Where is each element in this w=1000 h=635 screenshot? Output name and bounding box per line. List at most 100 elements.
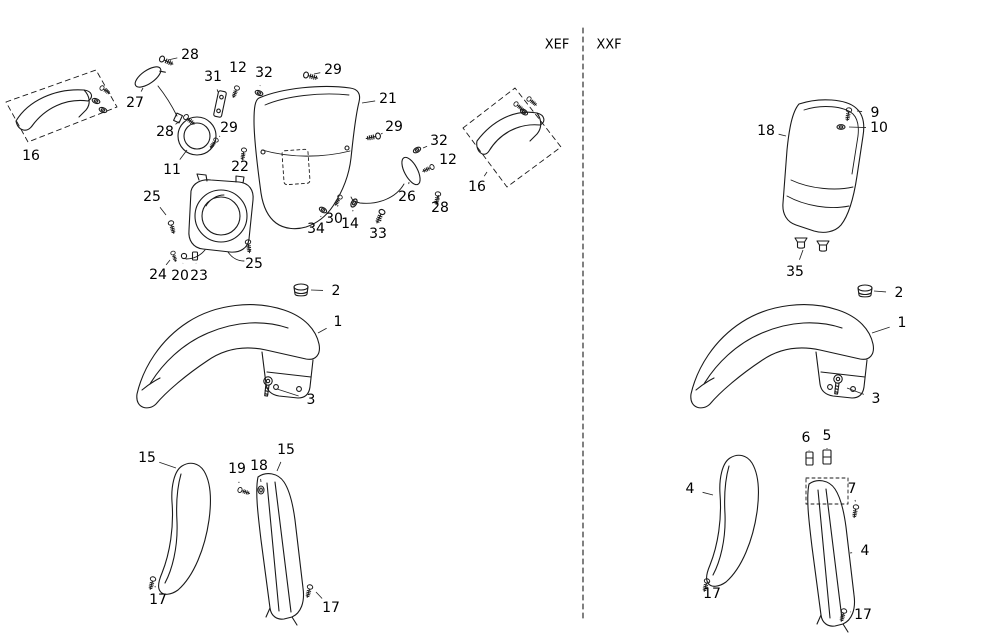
callout-17-48: 17 [703, 586, 721, 602]
callout-1-28: 1 [333, 314, 343, 330]
callout-2-27: 2 [331, 283, 341, 299]
clamp-position-outline [805, 477, 849, 505]
handguard-washer-icon [97, 105, 109, 115]
screw-29-icon [302, 70, 319, 82]
screw-12-icon [421, 163, 436, 175]
callout-17-49: 17 [854, 607, 872, 623]
leader-lines [29, 57, 890, 613]
callout-18-32: 18 [250, 458, 268, 474]
callout-16-17: 16 [468, 179, 486, 195]
callout-22-10: 22 [231, 159, 249, 175]
callout-19-31: 19 [228, 461, 246, 477]
screw-19-icon [236, 486, 251, 497]
callout-1-41: 1 [897, 315, 907, 331]
screw-17-icon [147, 575, 157, 591]
fender-bolt-3-icon [831, 373, 844, 395]
sleeve-23-icon [191, 251, 199, 261]
callout-18-38: 18 [757, 123, 775, 139]
grommet-35-icon [794, 237, 808, 249]
headlight-mask [253, 85, 361, 230]
callout-30-19: 30 [325, 211, 343, 227]
callout-29-8: 29 [220, 120, 238, 136]
callout-4-45: 4 [685, 481, 695, 497]
clamp-5-icon [822, 449, 832, 465]
screw-28-icon [158, 54, 175, 68]
fork-protector-xef [256, 473, 305, 626]
handguard-right-group [462, 87, 562, 188]
callout-9-36: 9 [870, 105, 880, 121]
section-label-xxf: XXF [596, 37, 622, 53]
callout-29-5: 29 [324, 62, 342, 78]
callout-12-3: 12 [229, 60, 247, 76]
front-fender-xef [136, 304, 320, 409]
handguard-left-group [5, 69, 118, 143]
callout-27-1: 27 [126, 95, 144, 111]
screw-33-icon [373, 208, 387, 225]
screw-29-icon [365, 132, 382, 142]
headlight-ring [177, 116, 217, 156]
callout-5-44: 5 [822, 428, 832, 444]
washer-10-icon [836, 124, 846, 130]
callout-4-47: 4 [860, 543, 870, 559]
spacer-14-icon [349, 197, 359, 209]
washer-32-icon [253, 88, 265, 98]
bushing-18-icon [257, 485, 265, 495]
callout-12-13: 12 [439, 152, 457, 168]
callout-24-23: 24 [149, 267, 167, 283]
washer-32-icon [411, 145, 423, 155]
handguard-screw-icon [525, 95, 539, 108]
turn-signal-right [350, 156, 421, 204]
callout-28-7: 28 [156, 124, 174, 140]
clamp-6-icon [805, 451, 814, 466]
callout-15-30: 15 [138, 450, 156, 466]
grommet-20-icon [180, 252, 188, 260]
screw-17-icon [304, 583, 314, 599]
callout-17-34: 17 [149, 592, 167, 608]
callout-10-37: 10 [870, 120, 888, 136]
callout-28-0: 28 [181, 47, 199, 63]
callout-7-46: 7 [847, 481, 857, 497]
callout-28-15: 28 [431, 200, 449, 216]
number-plate [782, 99, 865, 233]
fork-protector-xxf [807, 480, 856, 633]
callout-23-25: 23 [190, 268, 208, 284]
callout-17-35: 17 [322, 600, 340, 616]
screw-24-icon [169, 250, 179, 263]
callout-21-6: 21 [379, 91, 397, 107]
callout-15-33: 15 [277, 442, 295, 458]
callout-3-42: 3 [871, 391, 881, 407]
screw-17-icon [838, 607, 848, 623]
turn-signal-left [134, 66, 183, 124]
callout-31-2: 31 [204, 69, 222, 85]
fork-guard-xxf [705, 454, 759, 587]
screw-25-icon [167, 219, 177, 235]
callout-32-4: 32 [255, 65, 273, 81]
callout-2-40: 2 [894, 285, 904, 301]
callout-6-43: 6 [801, 430, 811, 446]
mask-bracket [213, 90, 227, 118]
grommet-35-icon [816, 240, 830, 252]
callout-32-12: 32 [430, 133, 448, 149]
grommet-2-icon [857, 284, 873, 298]
callout-34-20: 34 [307, 221, 325, 237]
handguard-screw-icon [98, 84, 112, 96]
callout-16-16: 16 [22, 148, 40, 164]
callout-20-24: 20 [171, 268, 189, 284]
fork-guard-xef [157, 462, 211, 595]
callout-35-39: 35 [786, 264, 804, 280]
front-fender-xxf [690, 304, 874, 409]
screw-28-icon [182, 113, 197, 127]
bolt-30-icon [332, 193, 344, 207]
section-label-xef: XEF [544, 37, 570, 53]
headlight-unit [185, 173, 254, 262]
callout-25-18: 25 [143, 189, 161, 205]
screw-12-icon [230, 84, 241, 99]
grommet-2-icon [293, 283, 309, 297]
callout-11-9: 11 [163, 162, 181, 178]
callout-3-29: 3 [306, 392, 316, 408]
screw-7-icon [850, 503, 860, 519]
handguard-washer-icon [90, 96, 102, 106]
callout-33-22: 33 [369, 226, 387, 242]
callout-29-11: 29 [385, 119, 403, 135]
